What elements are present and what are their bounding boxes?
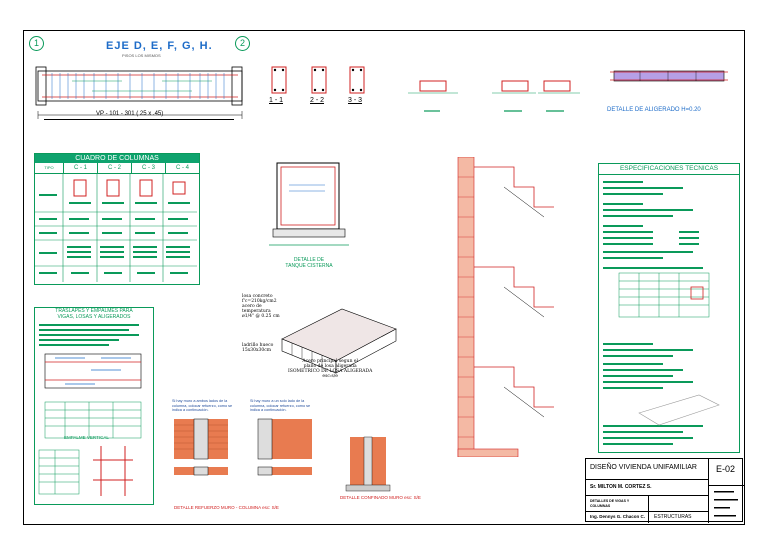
losa-notes-2: ladrillo hueco 15x30x30cm	[242, 343, 273, 353]
specs-title: ESPECIFICACIONES TECNICAS	[599, 164, 739, 175]
columns-table: CUADRO DE COLUMNAS TIPO C - 1 C - 2 C - …	[34, 153, 200, 285]
beam-label-underline	[44, 119, 234, 120]
traslapes-title: TRASLAPES Y EMPALMES PARA	[55, 308, 133, 314]
drawing-sheet: 1 2 EJE D, E, F, G, H. PISOS LOS MISMOS …	[23, 30, 745, 525]
losa-note: ø1/4" @ 0.25 cm	[242, 314, 280, 319]
traslapes-title-2: VIGAS, LOSAS Y ALIGERADOS	[57, 314, 131, 320]
section-label-1: 1 - 1	[269, 97, 284, 104]
traslapes-box: TRASLAPES Y EMPALMES PARA VIGAS, LOSAS Y…	[34, 307, 154, 505]
col-header-c3: C - 3	[132, 163, 166, 173]
tb-engineer: Ing. Dennys G. Chacon C.	[590, 514, 646, 519]
title-block: DISEÑO VIVIENDA UNIFAMILIAR E-02 Sr. MIL…	[585, 458, 744, 523]
beam-title: EJE D, E, F, G, H.	[106, 40, 213, 52]
losa-notes: losa concreto f'c=210kg/cm2 acero de tem…	[242, 294, 280, 319]
col-header-c1: C - 1	[64, 163, 98, 173]
axis-bubble-1: 1	[29, 36, 44, 51]
losa-note: 15x30x30cm	[242, 348, 272, 353]
beam-subtitle: PISOS LOS MISMOS	[122, 53, 161, 58]
beam-elevation-drawing	[35, 66, 243, 119]
losa-note: ladrillo hueco	[242, 343, 274, 348]
tb-drawing-desc: DETALLES DE VIGAS Y COLUMNAS	[590, 499, 630, 508]
columns-table-title: CUADRO DE COLUMNAS	[35, 154, 199, 163]
wall-note-left: Si hay muro a ambos lados de la columna,…	[172, 399, 233, 412]
empalme-label: EMPALME VERTICAL	[64, 435, 109, 440]
tank-title-2: TANQUE CISTERNA	[285, 263, 333, 269]
stair-column-elevation	[457, 157, 554, 457]
losa-note: acero de	[242, 304, 262, 309]
confinado-caption: DETALLE CONFINADO MURO esc: S/E	[340, 495, 421, 500]
col-header-c2: C - 2	[98, 163, 132, 173]
losa-caption: ISOMETRICO DE LOSA ALIGERADA	[288, 369, 373, 374]
tb-meta-fields	[714, 491, 738, 517]
losa-note: temperatura	[242, 309, 271, 314]
axis-label: 2	[239, 38, 245, 48]
wall-column-drawing	[174, 418, 312, 476]
secondary-sections-drawing	[408, 80, 580, 112]
col-header-c4: C - 4	[175, 165, 189, 171]
losa-note: Acero principal segun el	[302, 359, 358, 364]
tb-owner: Sr. MILTON M. CORTEZ S.	[590, 484, 652, 490]
tb-divider	[586, 511, 708, 512]
section-label-3: 3 - 3	[348, 97, 363, 104]
tb-discipline: ESTRUCTURAS	[654, 514, 692, 520]
section-label-2: 2 - 2	[310, 97, 325, 104]
beam-sections-drawing	[271, 66, 365, 94]
traslapes-drawing	[38, 324, 142, 496]
tb-divider	[648, 495, 649, 523]
confinado-drawing	[345, 436, 391, 492]
columns-table-header-row: TIPO C - 1 C - 2 C - 3 C - 4	[35, 163, 199, 174]
tb-divider	[586, 479, 708, 480]
losa-note: f'c=210kg/cm2	[242, 299, 277, 304]
losa-notes-3: Acero principal segun el plano de losa a…	[288, 359, 372, 379]
columns-table-body	[35, 174, 197, 282]
tb-divider	[586, 495, 708, 496]
tank-detail-drawing	[269, 162, 349, 246]
tb-project: DISEÑO VIVIENDA UNIFAMILIAR	[590, 464, 697, 471]
specs-box: ESPECIFICACIONES TECNICAS	[598, 163, 740, 453]
tank-title: DETALLE DE	[293, 257, 325, 263]
losa-note: plano de losa aligerada	[303, 364, 357, 369]
axis-label: 1	[33, 38, 39, 48]
tb-divider	[708, 459, 709, 523]
tb-sheet-number: E-02	[716, 464, 736, 474]
losa-scale: esc:s/e	[322, 374, 338, 379]
losa-isometric-drawing	[281, 308, 397, 374]
wall-note-right: Si hay muro a un solo lado de la columna…	[250, 399, 311, 412]
losa-note: losa concreto	[242, 294, 273, 299]
specs-text-lines	[603, 181, 720, 445]
tb-divider	[708, 485, 744, 486]
col-header-tipo: TIPO	[35, 163, 64, 173]
wall-detail-caption: DETALLE REFUERZO MURO - COLUMNA esc: S/E	[174, 505, 279, 510]
aligerado-drawing	[610, 70, 728, 82]
aligerado-title: DETALLE DE ALIGERADO H=0.20	[607, 107, 701, 113]
axis-bubble-2: 2	[235, 36, 250, 51]
beam-label: VP - 101 - 301 ( 25 x .45)	[96, 111, 164, 117]
